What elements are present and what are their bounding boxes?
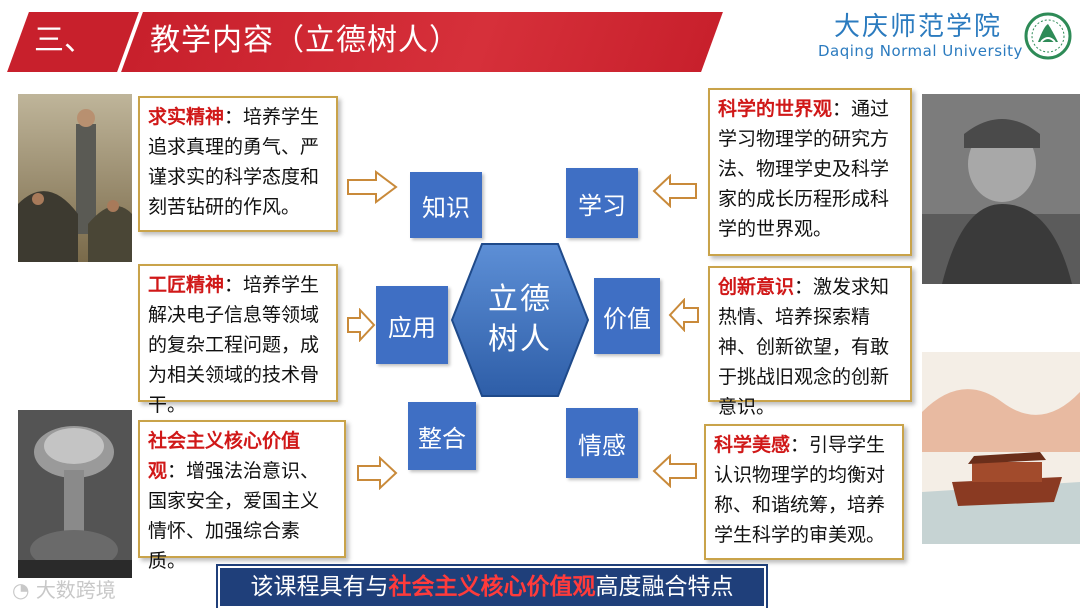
- scientific-worldview-box: 科学的世界观：通过学习物理学的研究方法、物理学史及科学家的成长历程形成科学的世界…: [708, 88, 912, 256]
- arrow-left-3: [652, 454, 698, 488]
- node-study: 学习: [566, 168, 638, 238]
- watermark: ◔ 大数跨境: [12, 574, 116, 603]
- node-application: 应用: [376, 286, 448, 364]
- node-integration: 整合: [408, 402, 476, 470]
- summary-banner: 该课程具有与社会主义核心价值观高度融合特点: [218, 566, 766, 608]
- arrow-left-2: [668, 298, 700, 332]
- revolutionary-painting: [18, 94, 132, 262]
- worldview-heading: 科学的世界观: [718, 98, 832, 120]
- node-value: 价值: [594, 278, 660, 354]
- node-emotion: 情感: [566, 408, 638, 478]
- university-name-en: Daqing Normal University: [818, 42, 1023, 60]
- watermark-logo-icon: ◔: [12, 578, 29, 602]
- center-label-line2: 树人: [470, 320, 570, 360]
- university-name-cn: 大庆师范学院: [834, 6, 1002, 43]
- section-number: 三、: [34, 18, 94, 64]
- page-title: 教学内容（立德树人）: [150, 18, 460, 64]
- summary-highlight: 社会主义核心价值观: [389, 574, 596, 600]
- university-logo: [1024, 12, 1072, 60]
- arrow-left-1: [652, 174, 698, 208]
- center-label: 立德 树人: [470, 280, 570, 360]
- center-label-line1: 立德: [470, 280, 570, 320]
- socialist-values-box: 社会主义核心价值观：增强法治意识、国家安全，爱国主义情怀、加强综合素质。: [138, 420, 346, 558]
- arrow-right-1: [346, 170, 398, 204]
- innovation-heading: 创新意识: [718, 276, 794, 298]
- aesthetics-heading: 科学美感: [714, 434, 790, 456]
- craftsman-heading: 工匠精神: [148, 274, 224, 296]
- qiushi-heading: 求实精神: [148, 106, 224, 128]
- summary-pre: 该课程具有与: [251, 574, 389, 600]
- innovation-box: 创新意识：激发求知热情、培养探索精神、创新欲望，有敢于挑战旧观念的创新意识。: [708, 266, 912, 402]
- arrow-right-2: [346, 308, 376, 342]
- worker-portrait-photo: [922, 94, 1080, 284]
- node-knowledge: 知识: [410, 172, 482, 238]
- science-aesthetics-box: 科学美感：引导学生认识物理学的均衡对称、和谐统筹，培养学生科学的审美观。: [704, 424, 904, 560]
- summary-post: 高度融合特点: [596, 574, 734, 600]
- craftsman-spirit-box: 工匠精神：培养学生解决电子信息等领域的复杂工程问题，成为相关领域的技术骨干。: [138, 264, 338, 402]
- mushroom-cloud-photo: [18, 410, 132, 578]
- watermark-text: 大数跨境: [36, 578, 116, 602]
- red-boat-painting: [922, 352, 1080, 544]
- arrow-right-3: [356, 456, 398, 490]
- qiushi-spirit-box: 求实精神：培养学生追求真理的勇气、严谨求实的科学态度和刻苦钻研的作风。: [138, 96, 338, 232]
- socialist-values-text: ：增强法治意识、国家安全，爱国主义情怀、加强综合素质。: [148, 460, 319, 572]
